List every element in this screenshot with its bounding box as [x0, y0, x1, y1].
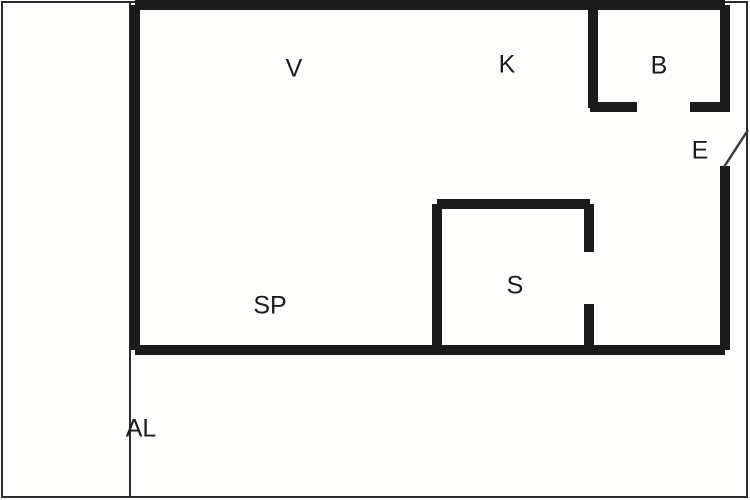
room-label-entrance: E	[692, 137, 709, 165]
room-label-balcony: AL	[126, 415, 157, 443]
room-label-bathroom: B	[651, 52, 668, 80]
room-label-bedroom: S	[507, 272, 524, 300]
entrance-door-leaf	[722, 129, 750, 168]
room-label-living-room: V	[286, 55, 303, 83]
walls-group	[130, 0, 730, 355]
room-labels-group: V K B E S SP AL	[126, 51, 709, 443]
room-label-sleeping-area: SP	[253, 292, 286, 320]
room-label-kitchen: K	[499, 51, 516, 79]
